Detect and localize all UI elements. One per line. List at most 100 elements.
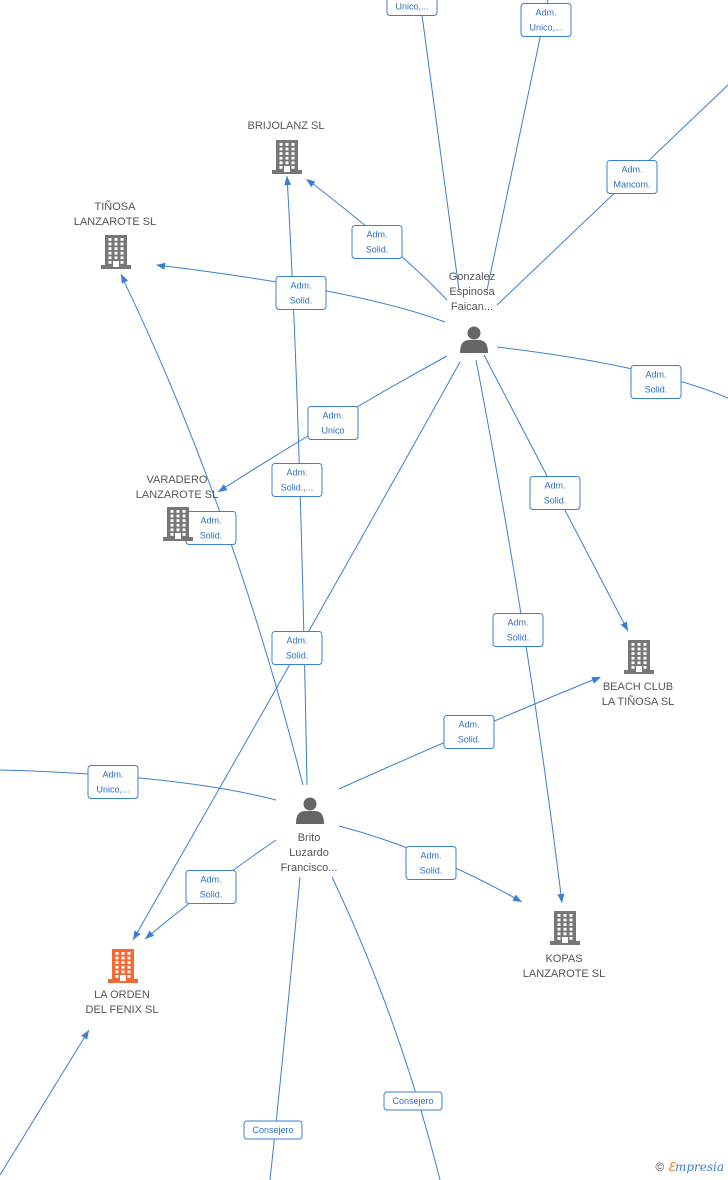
- edge-labels-layer: Adm.Unico,...Adm.Unico,...Adm.Mancom.Adm…: [87, 0, 682, 1140]
- node-label: Francisco...: [281, 862, 338, 874]
- edge-line: [156, 264, 446, 323]
- edge-label[interactable]: Adm.Solid.: [443, 715, 495, 749]
- edge-label[interactable]: Adm. Solid.: [271, 631, 323, 665]
- node-label: KOPAS: [545, 953, 582, 965]
- person-icon: [296, 797, 324, 824]
- edge-label-text: Adm.: [200, 516, 221, 526]
- edge-label-text: Consejero: [252, 1125, 293, 1135]
- building-icon: [163, 507, 193, 541]
- node-label: BEACH CLUB: [603, 681, 673, 693]
- edge-line: [331, 876, 441, 1180]
- edge-label[interactable]: Adm.Unico,...: [87, 765, 139, 799]
- edge-label[interactable]: Consejero: [383, 1091, 443, 1111]
- empresia-brand[interactable]: © ℇmpresia: [655, 1160, 724, 1174]
- node-brijolanz[interactable]: BRIJOLANZ SL: [247, 120, 325, 174]
- edge-line: [0, 769, 277, 801]
- edge-label-text: Solid.: [200, 531, 223, 541]
- edge-label[interactable]: Adm. Unico,...: [520, 3, 572, 37]
- edge-label-box: [271, 631, 323, 665]
- edge-label-text: Unico,...: [529, 23, 562, 33]
- node-label: LANZAROTE SL: [523, 968, 606, 980]
- node-label: LA ORDEN: [94, 989, 150, 1001]
- edge-label-text: Solid.: [286, 651, 309, 661]
- edge-line: [419, 0, 460, 291]
- edge-label-box: [606, 160, 658, 194]
- edge-label-box: [185, 870, 237, 904]
- edge-label-text: Solid.: [420, 866, 443, 876]
- edge-label-text: Solid.: [366, 245, 389, 255]
- edge-arrowhead: [512, 894, 522, 902]
- nodes-layer: BRIJOLANZ SL TIÑOSA LANZAROTE SL VARADERO LA…: [74, 120, 675, 1016]
- node-label: DEL FENIX SL: [86, 1004, 159, 1016]
- node-label: Faican...: [451, 301, 493, 313]
- edge-arrowhead: [284, 176, 292, 186]
- edge-label[interactable]: Adm.Solid.: [275, 276, 327, 310]
- edge-label-text: Adm.: [102, 770, 123, 780]
- edge-label-text: Mancom.: [613, 180, 650, 190]
- edge-label-box: [405, 846, 457, 880]
- edge-label[interactable]: Adm. Solid.: [185, 511, 237, 545]
- building-icon: [108, 949, 138, 983]
- edge-label-box: [243, 1120, 303, 1140]
- edge-arrowhead: [557, 893, 565, 903]
- edge-label-text: Adm.: [535, 8, 556, 18]
- edge-label-box: [271, 463, 323, 497]
- empresia-logo-text: mpresia: [674, 1160, 724, 1174]
- edge-arrowhead: [218, 484, 228, 492]
- edge-label-text: Adm.: [290, 281, 311, 291]
- edge-label[interactable]: Adm.Solid.: [351, 225, 403, 259]
- edge-label[interactable]: Adm.Solid.,...: [271, 463, 323, 497]
- edge-arrowhead: [145, 930, 155, 939]
- node-tinosa[interactable]: TIÑOSA LANZAROTE SL: [74, 200, 157, 269]
- edge-line: [269, 876, 301, 1180]
- edge-arrowhead: [620, 621, 628, 631]
- edge-label[interactable]: Adm.Solid.: [492, 613, 544, 647]
- edge-arrowhead: [133, 930, 141, 940]
- node-orden[interactable]: LA ORDEN DEL FENIX SL: [86, 949, 159, 1016]
- edge-label-box: [443, 715, 495, 749]
- edge-line: [0, 1029, 90, 1176]
- edge-label-text: Adm.: [322, 411, 343, 421]
- edge-label[interactable]: Consejero: [243, 1120, 303, 1140]
- edge-arrowhead: [591, 677, 601, 684]
- edge-line: [496, 346, 728, 399]
- edge-label[interactable]: Adm. Mancom.: [606, 160, 658, 194]
- node-label: Espinosa: [449, 286, 495, 298]
- edge-label[interactable]: Adm.Solid.: [185, 870, 237, 904]
- node-varadero[interactable]: VARADERO LANZAROTE SL: [136, 474, 219, 541]
- node-brito[interactable]: BritoLuzardoFrancisco...: [281, 797, 338, 875]
- node-label: LANZAROTE SL: [136, 489, 219, 501]
- edge-label-text: Adm.: [286, 636, 307, 646]
- edge-label[interactable]: Adm.Unico: [307, 406, 359, 440]
- edge-label-box: [351, 225, 403, 259]
- edge-label-text: Solid.: [645, 385, 668, 395]
- node-gonzalez[interactable]: GonzalezEspinosaFaican...: [449, 271, 496, 353]
- building-icon: [624, 640, 654, 674]
- edge-label[interactable]: Adm.Solid.: [405, 846, 457, 880]
- edge-label[interactable]: Adm.Unico,...: [386, 0, 438, 16]
- edge-label-text: Adm.: [645, 370, 666, 380]
- edge-label[interactable]: Adm. Solid.: [630, 365, 682, 399]
- edge-label-box: [307, 406, 359, 440]
- edge-label-box: [492, 613, 544, 647]
- edge-arrowhead: [81, 1030, 89, 1040]
- edge-label-text: Adm.: [458, 720, 479, 730]
- person-icon: [460, 326, 488, 353]
- edge-label-text: Solid.: [200, 890, 223, 900]
- node-label: TIÑOSA: [95, 200, 137, 213]
- edge-line: [132, 361, 461, 941]
- node-label: VARADERO: [147, 474, 208, 486]
- node-label: Gonzalez: [449, 271, 495, 283]
- edge-label-text: Adm.: [544, 481, 565, 491]
- edge-line: [486, 0, 549, 291]
- edge-arrowhead: [121, 274, 129, 284]
- node-kopas[interactable]: KOPAS LANZAROTE SL: [523, 911, 606, 980]
- node-label: Luzardo: [289, 847, 329, 859]
- edge-label[interactable]: Adm.Solid.: [529, 476, 581, 510]
- node-label: LANZAROTE SL: [74, 216, 157, 228]
- edge-label-text: Adm.: [621, 165, 642, 175]
- edge-label-box: [275, 276, 327, 310]
- edge-label-text: Solid.: [507, 633, 530, 643]
